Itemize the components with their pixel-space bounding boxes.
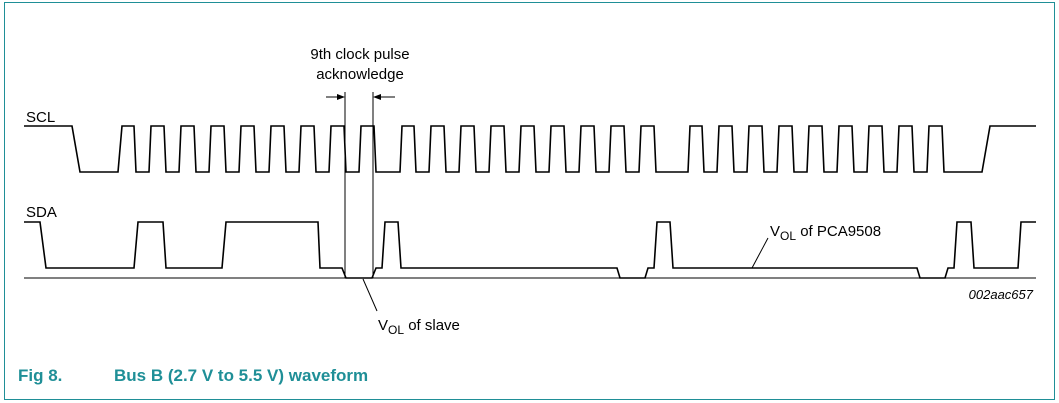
pulse-label-line2: acknowledge: [316, 66, 404, 83]
vol-pca-leader: [751, 237, 769, 269]
figure-caption: Fig 8. Bus B (2.7 V to 5.5 V) waveform: [18, 366, 368, 386]
sda-waveform: [24, 221, 1036, 279]
vol-slave-label: VOL of slave: [378, 317, 460, 337]
vol-slave-leader: [362, 278, 378, 312]
figure-title: Bus B (2.7 V to 5.5 V) waveform: [114, 366, 369, 385]
figure-number: Fig 8.: [18, 366, 63, 385]
scl-label: SCL: [26, 109, 55, 126]
figure-id: 002aac657: [969, 287, 1034, 302]
pulse-arrow-right-head: [373, 94, 381, 100]
pulse-arrow-left-head: [337, 94, 345, 100]
scl-waveform: [24, 125, 1036, 173]
vol-pca-label: VOL of PCA9508: [770, 223, 881, 243]
pulse-label-line1: 9th clock pulse: [310, 46, 409, 63]
sda-label: SDA: [26, 204, 57, 221]
figure-frame: [4, 2, 1055, 400]
